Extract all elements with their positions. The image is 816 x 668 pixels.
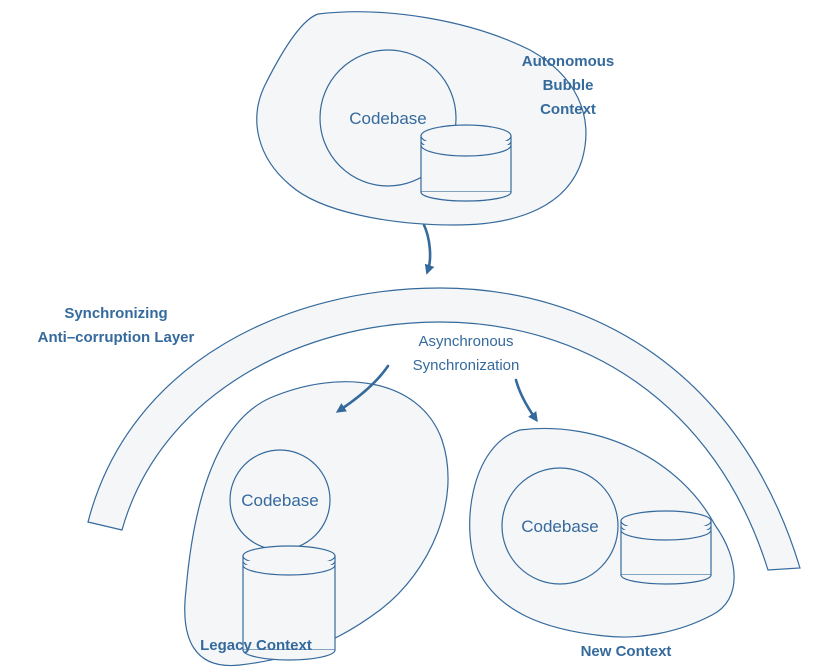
autonomous-title-line-1: Autonomous [522, 53, 614, 70]
autonomous-title-line-2: Bubble [543, 77, 594, 94]
legacy-codebase-label: Codebase [241, 491, 319, 510]
acl-title-line-1: Synchronizing [64, 305, 167, 322]
sync-to-new-arrow [514, 378, 538, 423]
sync-to-legacy-arrow [335, 364, 390, 413]
new-codebase-label: Codebase [521, 517, 599, 536]
new-codebase-circle [501, 467, 619, 585]
new-context-title: New Context [581, 643, 672, 660]
acl-title-line-2: Anti–corruption Layer [38, 329, 195, 346]
new-database-icon [620, 510, 712, 585]
bubble-to-acl-arrow [422, 223, 435, 275]
new-context: Codebase New Context [469, 427, 735, 660]
async-sync-label-line-1: Asynchronous [418, 333, 513, 350]
autonomous-database-icon [420, 124, 512, 201]
autonomous-bubble-context: Codebase Autonomous Bubble Context [256, 11, 614, 226]
autonomous-title-line-3: Context [540, 101, 596, 118]
legacy-context-title: Legacy Context [200, 637, 312, 654]
legacy-context: Codebase Legacy Context [184, 381, 449, 667]
legacy-database-icon [242, 545, 336, 661]
async-sync-label-line-2: Synchronization [413, 357, 520, 374]
autonomous-codebase-label: Codebase [349, 109, 427, 128]
acl-arc-band [87, 287, 801, 571]
